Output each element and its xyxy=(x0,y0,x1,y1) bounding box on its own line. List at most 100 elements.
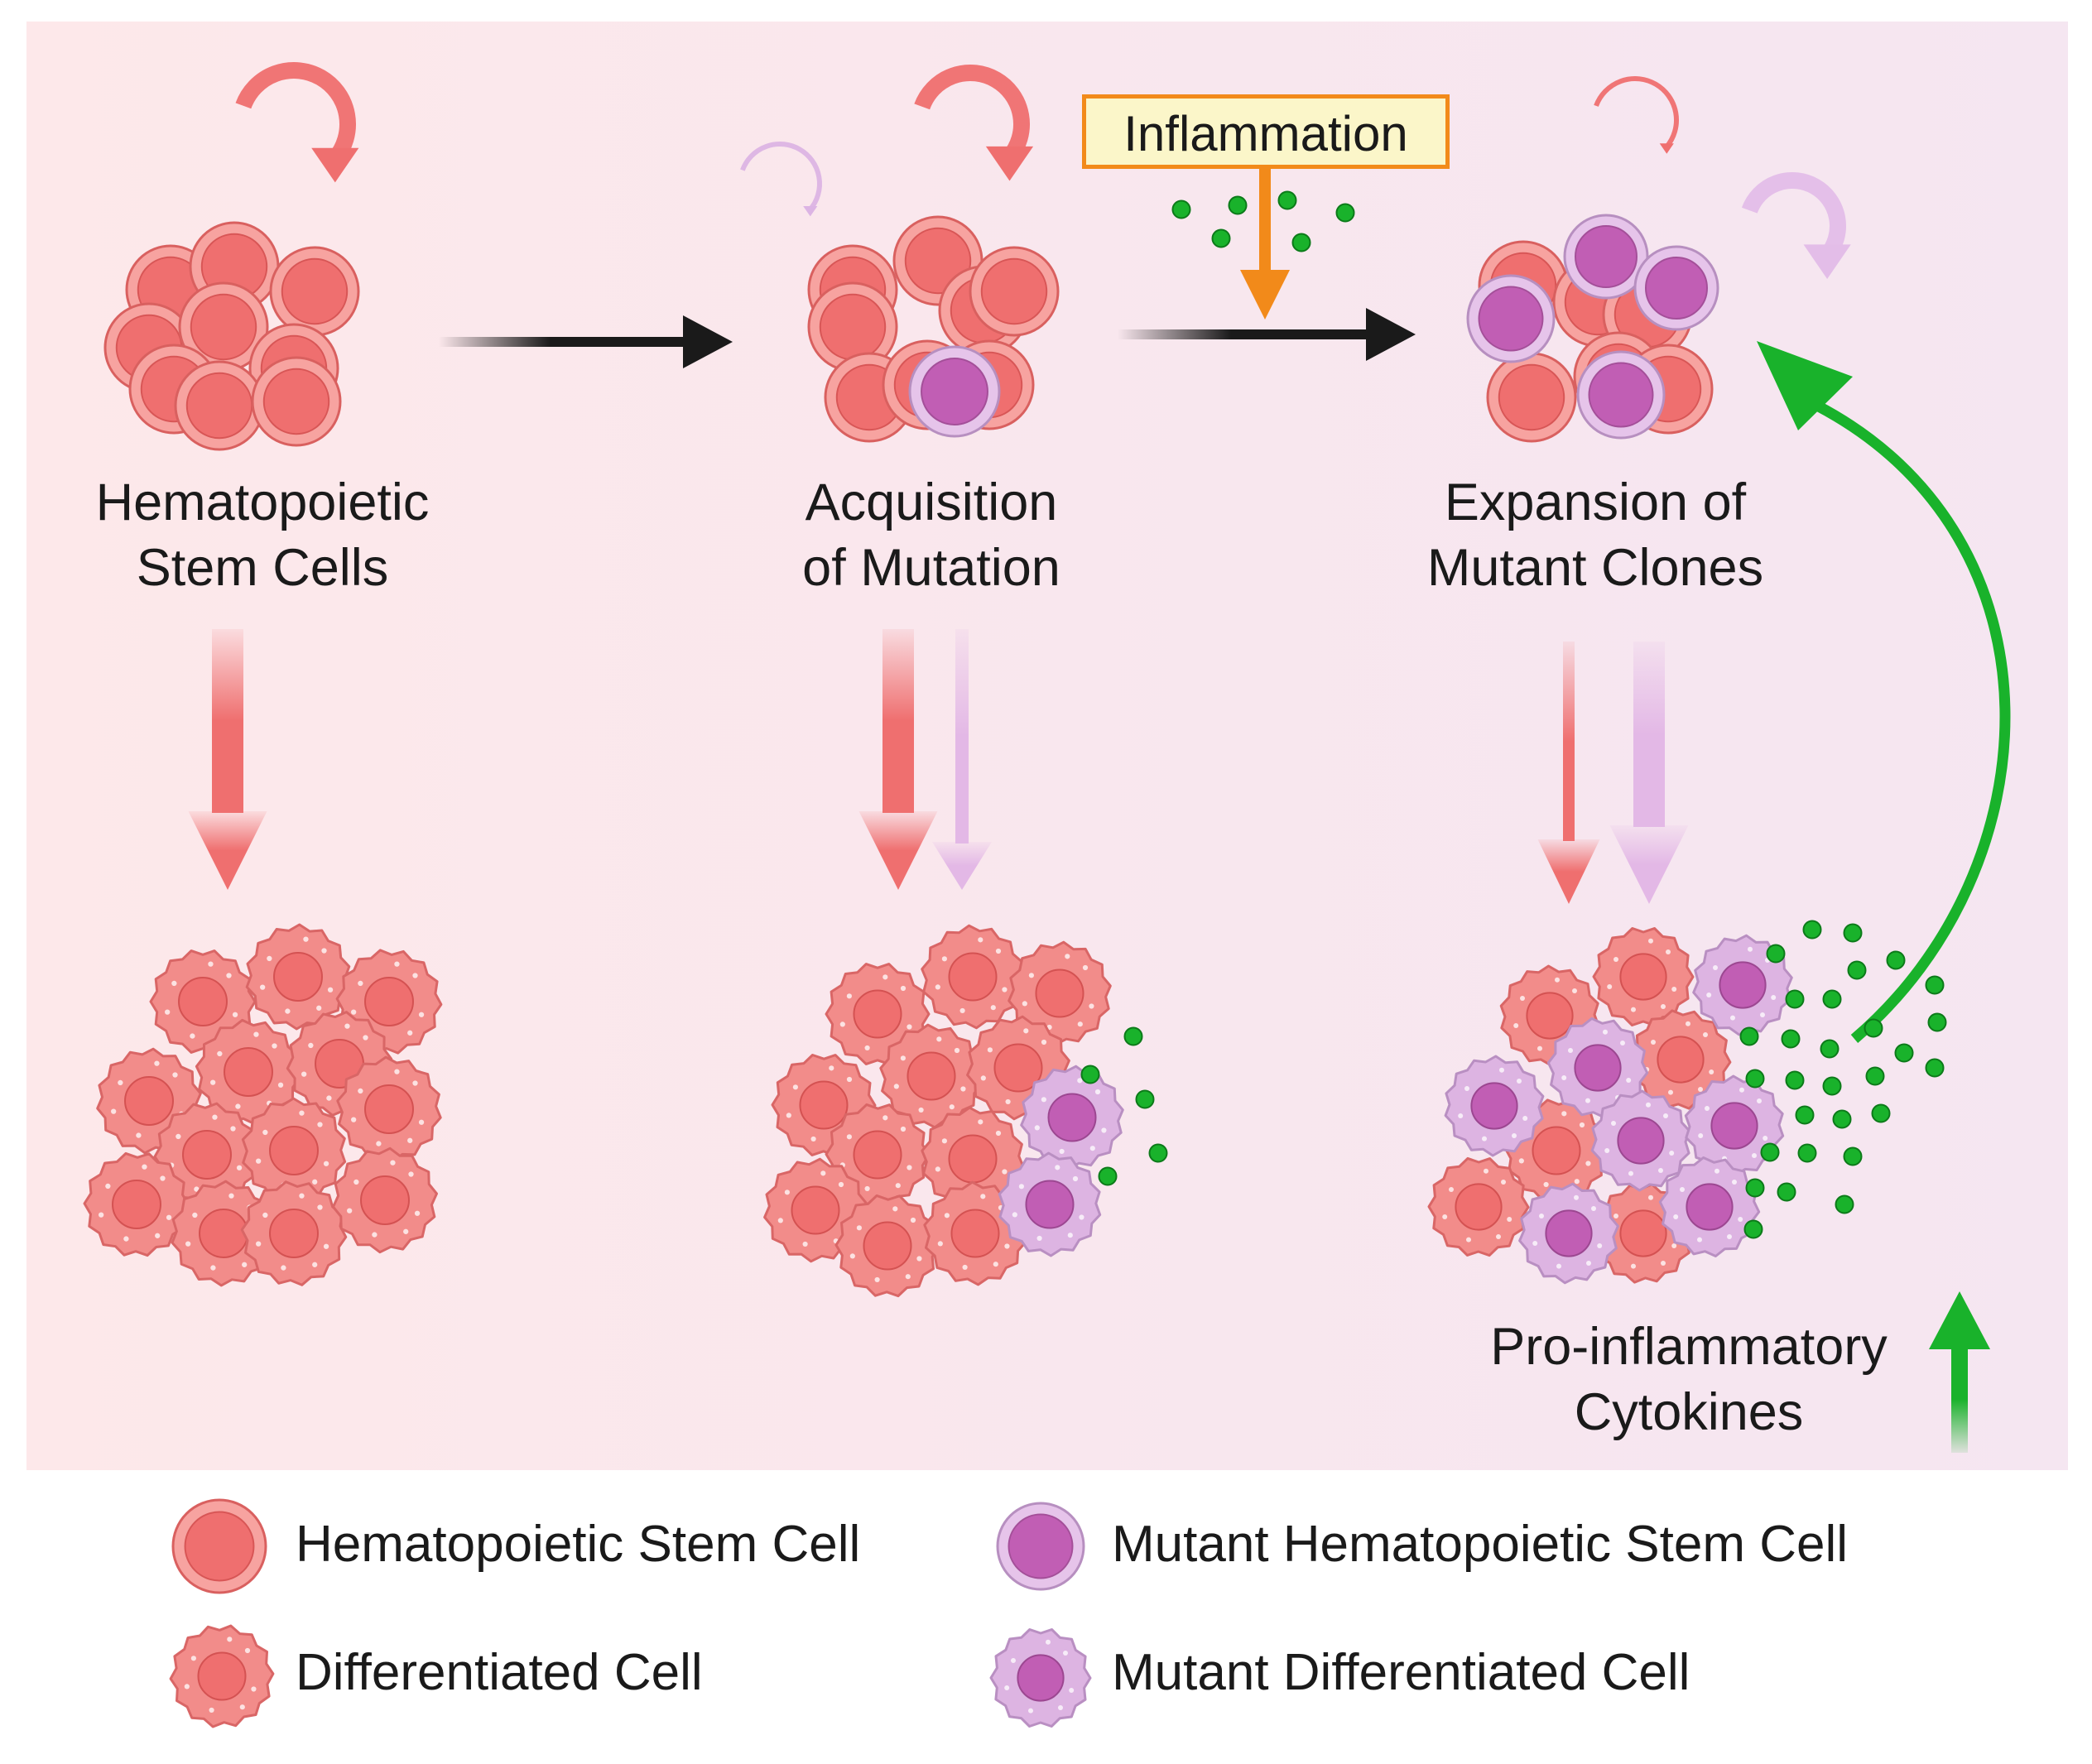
mutant-differentiated-cell xyxy=(1658,1156,1761,1257)
mutant-differentiated-cell xyxy=(1020,1065,1124,1170)
cytokine-dot xyxy=(1760,1142,1780,1162)
differentiated-cell xyxy=(335,949,443,1055)
cytokine-dot xyxy=(1148,1143,1168,1163)
hsc-cell xyxy=(178,281,269,373)
stage-label-line: of Mutation xyxy=(802,539,1060,598)
cytokine-dot xyxy=(1865,1066,1885,1086)
cytokine-dot xyxy=(1795,1105,1815,1125)
differentiation-arrow-acquisition xyxy=(858,629,938,890)
hsc-cell xyxy=(269,246,360,337)
hsc-cell xyxy=(1486,352,1577,443)
differentiated-cell xyxy=(921,1106,1025,1212)
cytokine-dot xyxy=(1871,1103,1891,1123)
arrow-hsc-to-acquisition xyxy=(439,315,733,368)
differentiation-arrow-acquisition-mutant xyxy=(932,629,992,890)
cytokine-dot xyxy=(1822,989,1842,1009)
stage-label-acquisition: Acquisition of Mutation xyxy=(802,470,1060,602)
differentiated-cell xyxy=(923,1180,1027,1286)
differentiated-cell xyxy=(336,1055,442,1163)
inflammation-arrow xyxy=(1240,169,1290,320)
legend-label-differentiated: Differentiated Cell xyxy=(296,1644,703,1701)
arrow-acquisition-to-expansion xyxy=(1118,308,1416,361)
cytokine-dot xyxy=(1847,960,1867,980)
mutant-differentiated-cell-icon xyxy=(989,1628,1092,1728)
legend-label-mutant-differentiated: Mutant Differentiated Cell xyxy=(1112,1644,1690,1701)
differentiated-cell xyxy=(245,923,351,1031)
cytokine-dot xyxy=(1925,1058,1945,1078)
cytokine-dot xyxy=(1835,1194,1854,1214)
cytokine-dot xyxy=(1080,1065,1100,1084)
stage-label-expansion: Expansion of Mutant Clones xyxy=(1427,470,1763,602)
cytokine-dot xyxy=(1802,920,1822,940)
mutant-hsc-cell xyxy=(1633,245,1719,331)
cytokines-label-line: Cytokines xyxy=(1574,1383,1804,1442)
inflammation-label: Inflammation xyxy=(1123,106,1408,161)
differentiated-cell xyxy=(1427,1156,1530,1257)
legend-label-hsc: Hematopoietic Stem Cell xyxy=(296,1516,861,1573)
cytokine-dot xyxy=(1886,950,1906,970)
differentiated-cell xyxy=(240,1180,348,1286)
stage-label-line: Stem Cells xyxy=(136,539,389,598)
stage-label-line: Mutant Clones xyxy=(1426,539,1764,598)
mutant-hsc-cell xyxy=(1466,274,1556,363)
cytokine-dot xyxy=(1822,1076,1842,1096)
stage-label-line: Expansion of xyxy=(1444,473,1747,531)
cytokine-dot xyxy=(1843,1146,1863,1166)
stage-label-line: Acquisition xyxy=(805,473,1058,531)
differentiated-cell xyxy=(195,1018,302,1126)
hsc-icon xyxy=(171,1498,267,1594)
cytokine-dot xyxy=(1277,190,1297,210)
mutant-differentiated-cell xyxy=(1546,1017,1649,1119)
cytokine-dot xyxy=(1335,203,1355,223)
cytokine-dot xyxy=(1894,1043,1914,1063)
legend-icons xyxy=(169,1498,1092,1728)
mutant-differentiated-cell xyxy=(1444,1055,1545,1157)
cytokines-label: Pro-inflammatory Cytokines xyxy=(1490,1315,1888,1446)
mutant-differentiated-cell xyxy=(1518,1182,1619,1285)
differentiated-cell xyxy=(1592,927,1695,1026)
hsc-cluster-3 xyxy=(1466,214,1719,443)
mutant-differentiated-cell xyxy=(1684,1074,1785,1177)
cytokine-dot xyxy=(1927,1012,1947,1032)
cytokine-dot xyxy=(1211,228,1231,248)
self-renewal-arrow-acquisition-mutant xyxy=(740,142,822,217)
cytokine-dot xyxy=(1745,1178,1765,1198)
differentiated-cell xyxy=(879,1023,983,1129)
differentiation-arrow-hsc xyxy=(188,629,267,890)
cytokine-dot xyxy=(1843,923,1863,943)
hsc-cluster-1 xyxy=(103,221,360,451)
cytokine-dot xyxy=(1743,1219,1763,1239)
legend-label-mutant-hsc: Mutant Hematopoietic Stem Cell xyxy=(1112,1516,1849,1573)
cytokine-dot xyxy=(1797,1143,1817,1163)
cytokine-dot xyxy=(1171,199,1191,219)
mutant-differentiated-cell xyxy=(1692,934,1793,1036)
cytokine-dot xyxy=(1123,1026,1143,1046)
differentiated-cell xyxy=(834,1194,940,1298)
differentiated-cluster-1 xyxy=(83,923,443,1287)
hsc-cell xyxy=(251,356,342,447)
mutant-hsc-cell xyxy=(908,345,1001,438)
mutant-hsc-cell xyxy=(1563,214,1649,300)
self-renewal-arrow-hsc xyxy=(235,62,359,183)
hsc-cell xyxy=(969,246,1060,337)
cytokine-dot xyxy=(1864,1018,1883,1038)
hsc-cell xyxy=(174,360,265,451)
hsc-cell xyxy=(807,281,898,373)
differentiated-cell xyxy=(1629,1009,1732,1110)
cytokine-dot xyxy=(1745,1069,1765,1089)
cytokine-dot xyxy=(1228,195,1248,215)
differentiated-cell xyxy=(241,1097,347,1204)
differentiated-cell-icon xyxy=(169,1624,275,1728)
cytokine-dot xyxy=(1135,1089,1155,1109)
inflammation-box: Inflammation xyxy=(1082,94,1450,169)
stage-label-line: Hematopoietic xyxy=(95,473,430,531)
differentiated-cluster-3 xyxy=(1427,927,1793,1285)
differentiation-arrow-expansion-mutant xyxy=(1609,642,1689,904)
cytokine-dot xyxy=(1925,975,1945,995)
hsc-cluster-2 xyxy=(807,215,1060,443)
cytokine-dot xyxy=(1739,1026,1759,1046)
differentiation-arrow-expansion xyxy=(1537,642,1600,904)
cytokine-dot xyxy=(1766,944,1786,964)
